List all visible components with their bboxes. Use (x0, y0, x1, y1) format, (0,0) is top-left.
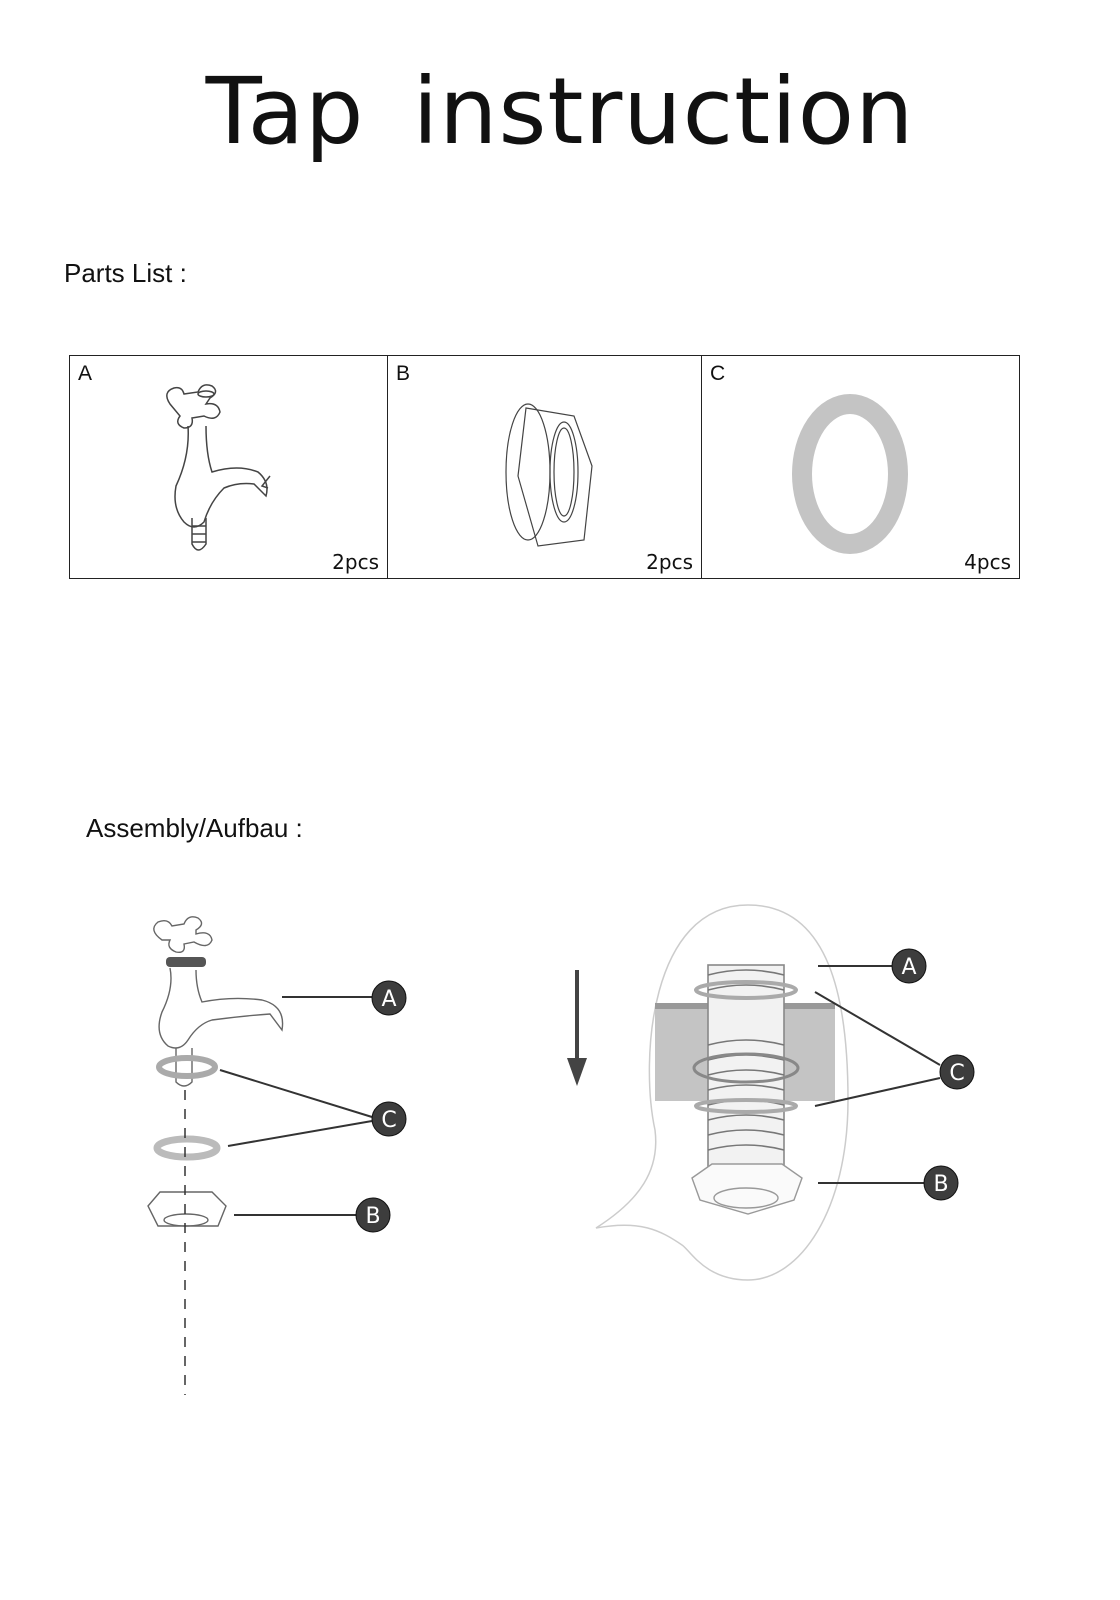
parts-list-heading: Parts List : (64, 258, 187, 288)
callout-a-right: A (891, 948, 927, 984)
part-quantity: 2pcs (646, 550, 693, 574)
svg-text:C: C (949, 1061, 964, 1086)
part-b-card: B 2pcs (387, 355, 702, 579)
tap-icon (166, 384, 271, 551)
page-title: Tap instruction (205, 58, 915, 165)
part-quantity: 2pcs (332, 550, 379, 574)
svg-text:C: C (381, 1108, 396, 1133)
assembly-heading: Assembly/Aufbau : (86, 813, 303, 843)
callout-c-left: C (371, 1101, 407, 1137)
part-quantity: 4pcs (964, 550, 1011, 574)
svg-text:B: B (933, 1172, 948, 1197)
washer-icon (792, 394, 908, 554)
callout-a-left: A (371, 980, 407, 1016)
hex-nut-icon (505, 403, 593, 547)
svg-text:A: A (901, 955, 916, 980)
parts-list: A 2pcs B 2pcs C (69, 355, 1020, 579)
svg-text:B: B (365, 1204, 380, 1229)
part-label: A (78, 362, 93, 385)
callout-c-right: C (939, 1054, 975, 1090)
down-arrow-icon (567, 970, 587, 1086)
svg-text:A: A (381, 987, 396, 1012)
callout-b-right: B (923, 1165, 959, 1201)
part-label: B (396, 362, 411, 385)
part-c-card: C 4pcs (701, 355, 1020, 579)
part-label: C (710, 362, 726, 385)
hex-nut-installed (691, 1163, 803, 1215)
exploded-tap-illustration (147, 916, 284, 1227)
detail-bubble (595, 904, 849, 1281)
callout-b-left: B (355, 1197, 391, 1233)
